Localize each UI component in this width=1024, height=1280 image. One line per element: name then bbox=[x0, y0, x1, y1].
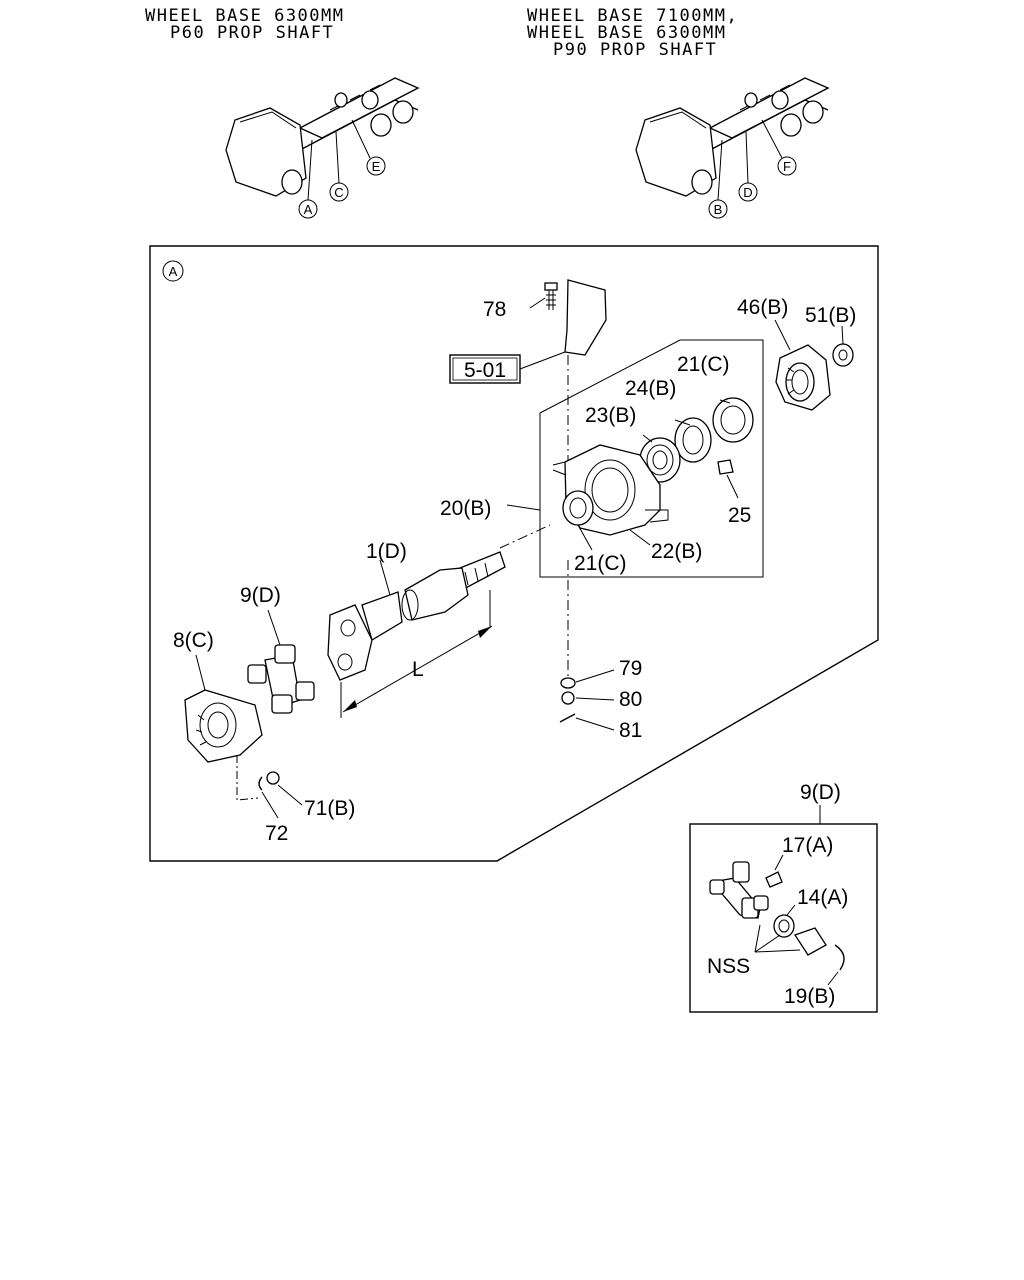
truck-right-callout-b: B bbox=[714, 202, 723, 217]
truck-right-callout-f: F bbox=[783, 159, 791, 174]
label-1d: 1(D) bbox=[366, 540, 407, 563]
label-22b: 22(B) bbox=[651, 540, 702, 563]
truck-left-illustration: A C E bbox=[225, 77, 420, 219]
flange-46 bbox=[775, 344, 831, 411]
label-25: 25 bbox=[728, 504, 751, 527]
truck-left-callout-a: A bbox=[304, 202, 313, 217]
header-left: WHEEL BASE 6300MM P60 PROP SHAFT bbox=[145, 6, 345, 43]
grease-fitting-25 bbox=[717, 459, 734, 475]
truck-right-illustration: B D F bbox=[635, 77, 830, 219]
truck-left-callout-c: C bbox=[334, 185, 343, 200]
label-46b: 46(B) bbox=[737, 296, 788, 319]
flange-yoke-8c bbox=[184, 689, 263, 763]
truck-left-callout-e: E bbox=[372, 159, 381, 174]
prop-shaft-1d bbox=[327, 524, 551, 681]
ref-box-5-01[interactable] bbox=[449, 354, 521, 384]
detail-panel-border bbox=[689, 823, 878, 1013]
nut-71b bbox=[266, 771, 280, 785]
label-78: 78 bbox=[483, 298, 506, 321]
spider-cross bbox=[709, 861, 769, 919]
label-8c: 8(C) bbox=[173, 629, 214, 652]
label-72: 72 bbox=[265, 822, 288, 845]
label-14a: 14(A) bbox=[797, 886, 848, 909]
header-right-line-2: WHEEL BASE 6300MM bbox=[527, 23, 727, 43]
main-panel: A 78 5-01 46(B) 51 bbox=[149, 245, 879, 862]
main-panel-callout-circle bbox=[162, 260, 184, 282]
label-21c-top: 21(C) bbox=[677, 353, 730, 376]
header-left-line-1: WHEEL BASE 6300MM bbox=[145, 6, 345, 26]
mounting-bracket bbox=[564, 279, 607, 356]
label-19b: 19(B) bbox=[784, 985, 835, 1008]
main-panel-border bbox=[149, 245, 879, 862]
header-right: WHEEL BASE 7100MM, WHEEL BASE 6300MM P90… bbox=[527, 6, 738, 60]
ref-box-label[interactable]: 5-01 bbox=[464, 359, 506, 382]
bearing-cup bbox=[794, 927, 827, 956]
label-79: 79 bbox=[619, 657, 642, 680]
label-23b: 23(B) bbox=[585, 404, 636, 427]
label-51b: 51(B) bbox=[805, 304, 856, 327]
header-right-line-3: P90 PROP SHAFT bbox=[553, 40, 717, 60]
label-dim-l: L bbox=[412, 658, 424, 681]
snap-ring-19b bbox=[834, 944, 845, 971]
label-21c-bottom: 21(C) bbox=[574, 552, 627, 575]
label-9d: 9(D) bbox=[240, 584, 281, 607]
label-17a: 17(A) bbox=[782, 834, 833, 857]
label-24b: 24(B) bbox=[625, 377, 676, 400]
label-nss: NSS bbox=[707, 955, 750, 978]
bearing-subgroup-outline bbox=[539, 339, 764, 578]
bolt-78 bbox=[544, 282, 558, 310]
dimension-l bbox=[340, 590, 493, 718]
truck-right-callout-d: D bbox=[743, 185, 752, 200]
header-right-line-1: WHEEL BASE 7100MM, bbox=[527, 6, 738, 26]
seal-14a bbox=[773, 914, 795, 938]
header-left-line-2: P60 PROP SHAFT bbox=[170, 23, 334, 43]
detail-panel-title: 9(D) bbox=[800, 781, 841, 804]
washer-79 bbox=[560, 677, 576, 689]
nut-80 bbox=[561, 691, 575, 705]
label-81: 81 bbox=[619, 719, 642, 742]
seal-21c-top bbox=[712, 397, 754, 443]
pin-81 bbox=[559, 713, 576, 723]
grease-fitting-17a bbox=[765, 871, 783, 888]
detail-panel: 9(D) 17(A) 14(A) NSS 19(B) bbox=[689, 781, 878, 1013]
universal-joint-9d bbox=[247, 644, 315, 714]
retainer-24b bbox=[674, 417, 712, 463]
label-20b: 20(B) bbox=[440, 497, 491, 520]
nut-51 bbox=[832, 343, 854, 367]
main-panel-callout: A bbox=[169, 264, 178, 279]
seal-21c-bottom bbox=[562, 490, 594, 526]
label-71b: 71(B) bbox=[304, 797, 355, 820]
washer-72 bbox=[258, 776, 263, 791]
label-80: 80 bbox=[619, 688, 642, 711]
